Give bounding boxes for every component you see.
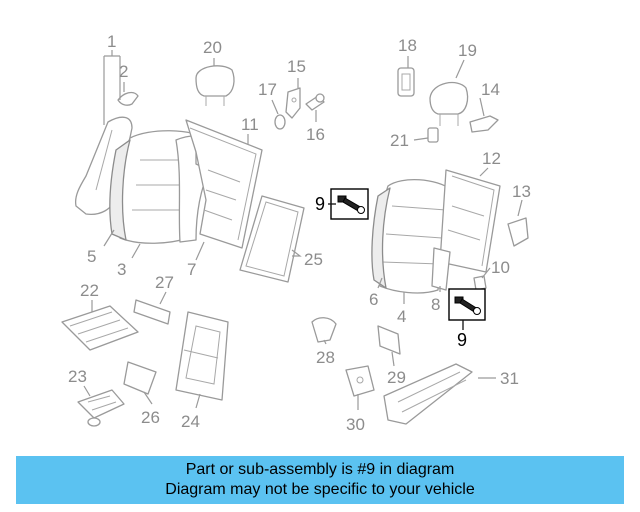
part-14-release-lever bbox=[469, 115, 499, 133]
banner-line-2: Diagram may not be specific to your vehi… bbox=[165, 481, 475, 498]
callout-28: 28 bbox=[316, 348, 335, 367]
part-30-hinge bbox=[345, 365, 375, 397]
callout-16: 16 bbox=[306, 125, 325, 144]
callout-24: 24 bbox=[181, 412, 200, 431]
callout-9-lower[interactable]: 9 bbox=[457, 330, 467, 350]
part-21-bushing bbox=[427, 127, 439, 143]
part-26-cover bbox=[123, 361, 157, 395]
callout-31: 31 bbox=[500, 369, 519, 388]
callout-27: 27 bbox=[155, 273, 174, 292]
callout-13: 13 bbox=[512, 182, 531, 201]
callout-30: 30 bbox=[346, 415, 365, 434]
callout-1: 1 bbox=[107, 32, 116, 51]
part-12-rear-panel bbox=[439, 169, 501, 273]
callout-10: 10 bbox=[491, 258, 510, 277]
callout-11: 11 bbox=[241, 115, 259, 134]
callout-21: 21 bbox=[390, 131, 409, 150]
part-18-guide bbox=[397, 67, 415, 97]
part-17-grommet bbox=[274, 114, 286, 130]
callout-29: 29 bbox=[387, 368, 406, 387]
part-22-cushion-pad bbox=[61, 305, 139, 351]
part-27-trim-strip bbox=[133, 299, 171, 325]
callout-18: 18 bbox=[398, 36, 417, 55]
part-23-latch bbox=[77, 389, 125, 427]
callout-2: 2 bbox=[119, 62, 128, 81]
part-13-bracket bbox=[507, 217, 529, 247]
part-31-armrest bbox=[383, 363, 473, 425]
part-24-armrest bbox=[175, 311, 229, 401]
callout-7: 7 bbox=[187, 260, 196, 279]
part-11-rear-panel bbox=[185, 119, 263, 249]
part-2-clip bbox=[117, 91, 139, 106]
part-10-clip bbox=[473, 275, 487, 291]
info-banner: Part or sub-assembly is #9 in diagram Di… bbox=[16, 456, 624, 504]
callout-23: 23 bbox=[68, 367, 87, 386]
part-9-bolt-upper[interactable] bbox=[330, 188, 369, 220]
callout-6: 6 bbox=[369, 290, 378, 309]
callout-4: 4 bbox=[397, 307, 406, 326]
part-15-bracket bbox=[285, 87, 301, 119]
part-8-side-frame bbox=[431, 247, 451, 291]
callout-labels: 1 2 3 5 7 11 25 20 17 15 16 22 27 24 26 … bbox=[68, 32, 531, 434]
callout-26: 26 bbox=[141, 408, 160, 427]
parts-diagram: 1 2 3 5 7 11 25 20 17 15 16 22 27 24 26 … bbox=[61, 32, 531, 434]
callout-8: 8 bbox=[431, 295, 440, 314]
callout-25: 25 bbox=[304, 250, 323, 269]
part-28-cap bbox=[311, 317, 337, 343]
part-16-bolt bbox=[305, 93, 325, 111]
part-19-headrest bbox=[429, 81, 469, 126]
callout-5: 5 bbox=[87, 247, 96, 266]
part-29-cover bbox=[377, 325, 401, 355]
part-9-bolt-lower[interactable] bbox=[448, 288, 486, 321]
callout-17: 17 bbox=[258, 80, 277, 99]
callout-3: 3 bbox=[117, 260, 126, 279]
part-25-panel-board bbox=[239, 195, 305, 283]
part-20-headrest bbox=[195, 65, 235, 106]
callout-22: 22 bbox=[80, 281, 99, 300]
callout-19: 19 bbox=[458, 41, 477, 60]
callout-20: 20 bbox=[203, 38, 222, 57]
callout-12: 12 bbox=[482, 149, 501, 168]
leader-lines bbox=[83, 50, 523, 410]
callout-15: 15 bbox=[287, 57, 306, 76]
banner-line-1: Part or sub-assembly is #9 in diagram bbox=[185, 461, 455, 478]
callout-9-upper[interactable]: 9 bbox=[315, 194, 325, 214]
callout-14: 14 bbox=[481, 80, 500, 99]
